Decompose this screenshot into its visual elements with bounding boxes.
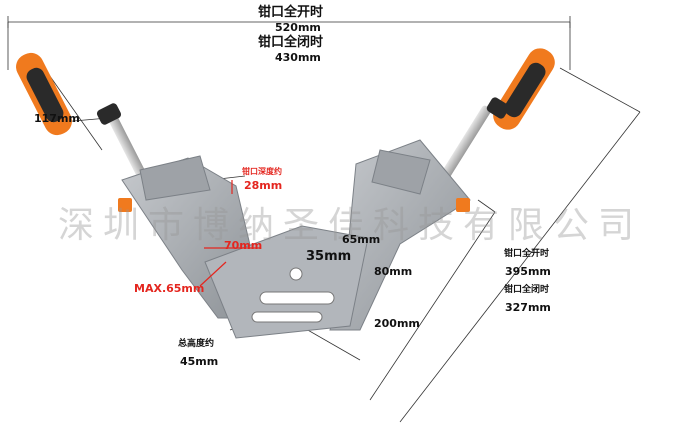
width-200-label: 200mm [374,317,420,330]
total-height-title: 总高度约 [178,339,215,349]
height-80-label: 80mm [374,265,413,278]
top-open-label: 钳口全开时 [258,5,324,20]
total-height-value: 45mm [180,355,219,368]
right-open-label: 钳口全开时 [504,249,550,259]
jaw-depth-title: 钳口深度约 [242,167,282,176]
handle-length-label: 117mm [34,112,80,125]
clamp-body [118,139,471,339]
right-closed-value: 327mm [505,301,551,314]
top-closed-label: 钳口全闭时 [258,35,324,50]
right-closed-label: 钳口全闭时 [504,285,550,295]
top-closed-value: 430mm [275,51,321,64]
red-measure-marks [199,180,260,287]
width-65-label: 65mm [342,233,381,246]
jaw-depth-value: 28mm [244,179,283,192]
watermark: 深圳市博纳圣佳科技有限公司 [58,205,644,246]
top-open-value: 520mm [275,21,321,34]
width-70-label: 70mm [224,239,263,252]
right-handle [434,48,555,190]
max-65-label: MAX.65mm [134,282,205,295]
width-35-label: 35mm [306,249,352,264]
right-open-value: 395mm [505,265,551,278]
